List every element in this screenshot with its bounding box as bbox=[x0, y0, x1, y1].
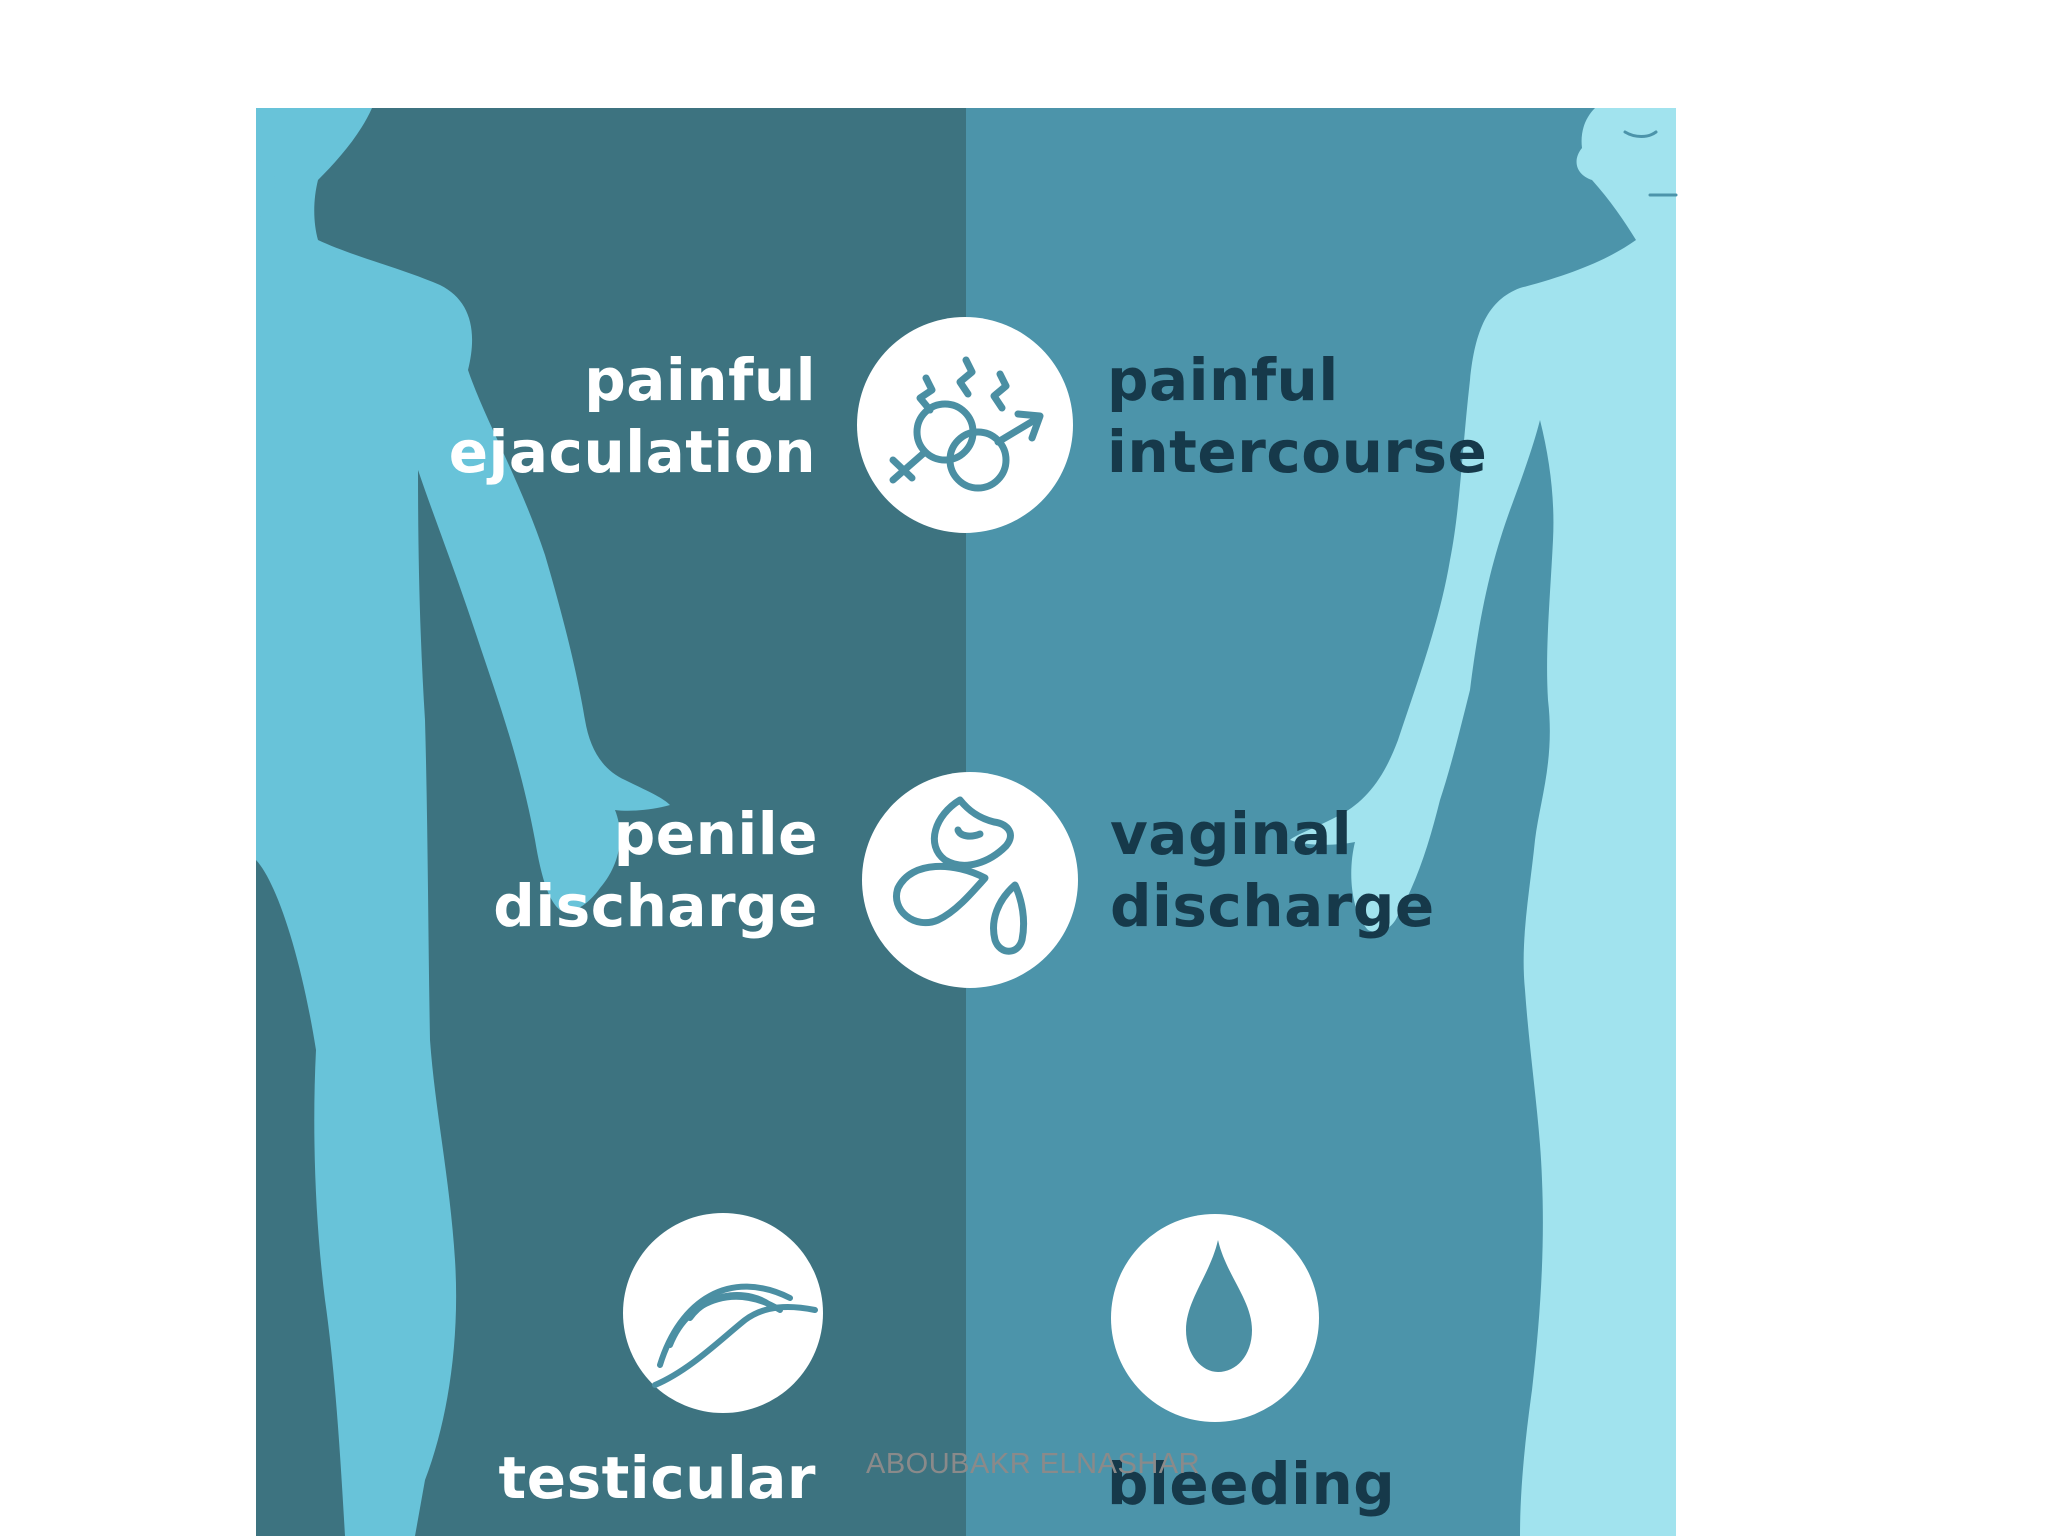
male-symptom-2-line1: penile bbox=[613, 800, 818, 868]
female-symptom-2-label: vaginal discharge bbox=[1110, 798, 1435, 942]
male-symptom-3-label: testicular bbox=[499, 1442, 817, 1514]
male-symptom-1-line2: ejaculation bbox=[448, 418, 816, 486]
painful-intercourse-icon bbox=[857, 317, 1073, 533]
bleeding-icon bbox=[1111, 1214, 1319, 1422]
male-symptom-2-label: penile discharge bbox=[493, 798, 818, 942]
female-face-lines bbox=[1623, 130, 1678, 197]
female-symptom-3-line1: bleeding bbox=[1107, 1450, 1396, 1518]
female-symptom-1-label: painful intercourse bbox=[1107, 344, 1487, 488]
male-symptom-3-line1: testicular bbox=[498, 1444, 816, 1512]
female-symptom-1-line1: painful bbox=[1107, 346, 1339, 414]
male-symptom-1-line1: painful bbox=[584, 346, 816, 414]
female-symptom-1-line2: intercourse bbox=[1107, 418, 1488, 486]
female-symptom-3-label: bleeding bbox=[1107, 1448, 1395, 1520]
female-symptom-2-line1: vaginal bbox=[1110, 800, 1353, 868]
male-symptom-1-label: painful ejaculation bbox=[449, 344, 816, 488]
author-watermark: ABOUBAKR ELNASHAR bbox=[866, 1448, 1201, 1480]
male-silhouette bbox=[256, 108, 670, 1536]
discharge-icon bbox=[862, 772, 1078, 988]
female-symptom-2-line2: discharge bbox=[1110, 872, 1435, 940]
testicular-swelling-icon bbox=[623, 1213, 823, 1413]
female-silhouette bbox=[1290, 108, 1676, 1536]
male-symptom-2-line2: discharge bbox=[493, 872, 818, 940]
